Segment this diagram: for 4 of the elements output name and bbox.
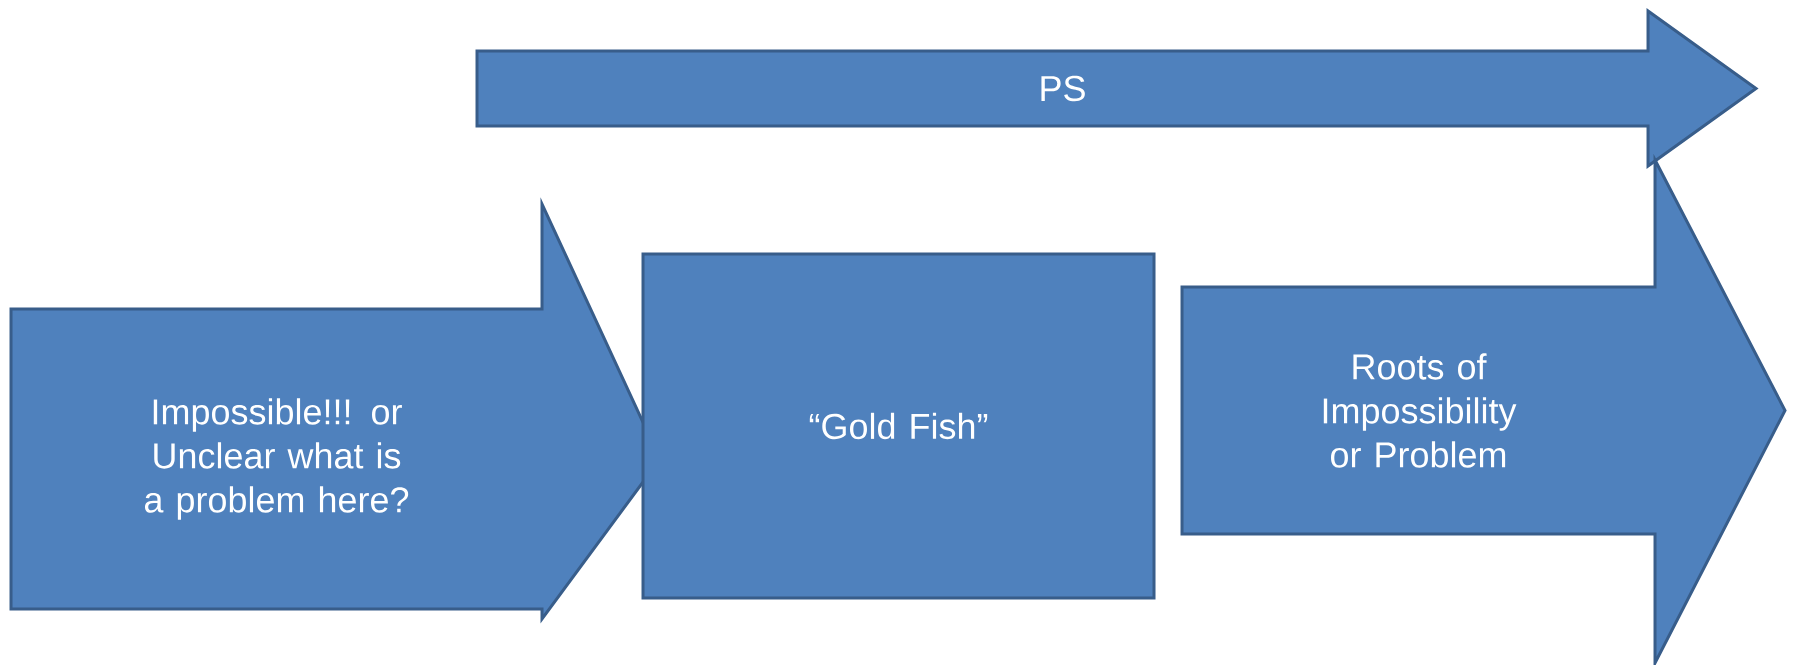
process-box: “Gold Fish” <box>641 252 1156 600</box>
pointed-box: PS <box>475 8 1759 169</box>
pointed-box: Roots of Impossibility or Problem <box>1180 153 1787 665</box>
pointed-box: Impossible!!! or Unclear what is a problem here? <box>9 197 662 624</box>
